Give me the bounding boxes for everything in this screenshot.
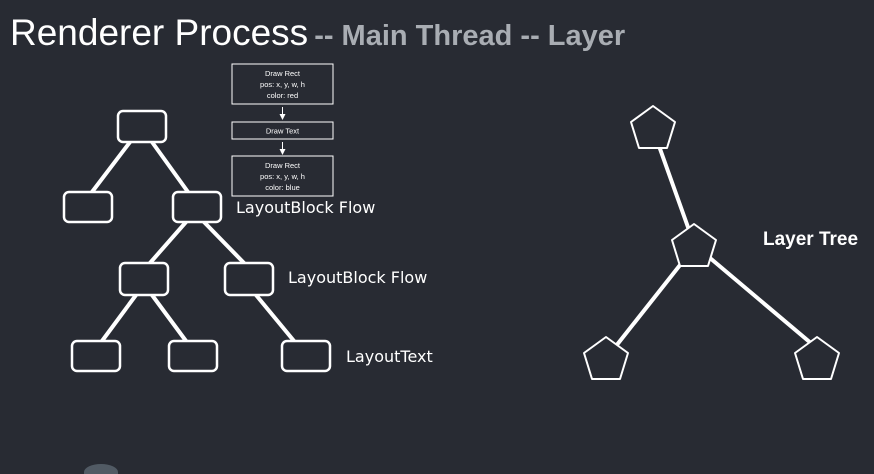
paint-op-line: Draw Rect — [265, 69, 301, 78]
paint-op-line: Draw Rect — [265, 161, 301, 170]
label-layout-block-flow-2: LayoutBlock Flow — [288, 268, 427, 287]
layout-edge — [150, 293, 188, 343]
pentagon-icon — [794, 336, 840, 380]
paint-op-box — [231, 121, 334, 140]
layer-tree — [614, 144, 814, 348]
layout-node — [62, 190, 114, 224]
pentagon-icon — [671, 223, 717, 267]
layout-edge — [254, 293, 296, 343]
layout-node — [223, 261, 275, 297]
paint-op-line: color: red — [267, 91, 298, 100]
layout-edge — [100, 293, 138, 343]
layer-edge — [657, 144, 691, 232]
paint-op-line: Draw Text — [266, 127, 300, 136]
pentagon-icon — [583, 336, 629, 380]
layout-nodes — [62, 109, 332, 373]
paint-op-line: pos: x, y, w, h — [260, 172, 305, 181]
title-main: Renderer Process — [10, 12, 309, 53]
layout-edge — [202, 220, 246, 265]
layout-node-text — [280, 339, 332, 373]
layout-edge — [150, 140, 190, 194]
layer-edge — [614, 258, 686, 348]
title-subtitle: -- Main Thread -- Layer — [314, 20, 626, 52]
slide-title: Renderer Process-- Main Thread -- Layer — [10, 14, 625, 51]
label-layout-block-flow-1: LayoutBlock Flow — [236, 198, 375, 217]
paint-ops: Draw Rect pos: x, y, w, h color: red Dra… — [231, 63, 334, 197]
label-layout-text: LayoutText — [346, 347, 433, 366]
layout-edge — [148, 220, 188, 265]
paint-op-box — [231, 155, 334, 197]
paint-op-box — [231, 63, 334, 105]
layout-tree — [90, 140, 296, 343]
layout-node — [167, 339, 219, 373]
decorative-shape — [84, 464, 118, 474]
layout-node-block-flow-1 — [171, 190, 223, 224]
layout-node-block-flow-2 — [118, 261, 170, 297]
layout-node-root — [116, 109, 168, 144]
layer-nodes — [583, 105, 840, 380]
layout-node — [70, 339, 122, 373]
label-layer-tree: Layer Tree — [763, 229, 858, 250]
layer-edge — [708, 256, 814, 346]
paint-op-line: pos: x, y, w, h — [260, 80, 305, 89]
paint-op-line: color: blue — [265, 183, 300, 192]
layout-edge — [90, 140, 132, 194]
pentagon-icon — [630, 105, 676, 149]
